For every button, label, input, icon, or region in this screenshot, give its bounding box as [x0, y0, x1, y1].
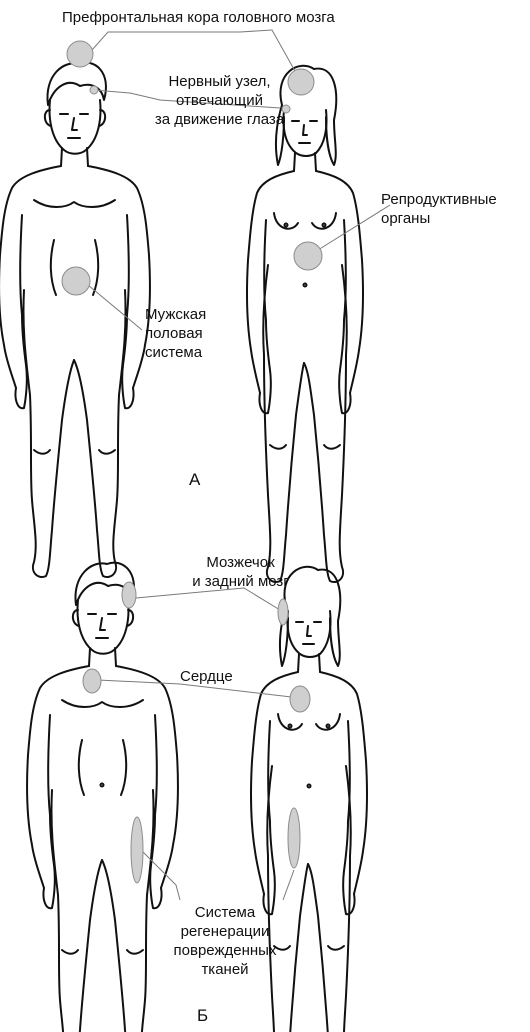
marker-regeneration-male [131, 817, 143, 883]
label-reproductive-line-1: Репродуктивные [381, 190, 497, 209]
label-cerebellum-line-1: Мозжечок [148, 553, 333, 572]
label-cerebellum: Мозжечок и задний мозг [148, 553, 333, 591]
panel-a-letter: А [189, 470, 200, 490]
label-prefrontal-cortex: Префронтальная кора головного мозга [62, 8, 335, 27]
label-prefrontal-text: Префронтальная кора головного мозга [62, 8, 335, 27]
leader-cerebellum [136, 588, 280, 610]
label-regeneration-line-3: поврежденных [160, 941, 290, 960]
male-figure-a [0, 63, 150, 577]
label-eye-ganglion: Нервный узел, отвечающий за движение гла… [127, 72, 312, 129]
male-figure-b [27, 563, 178, 1032]
leader-male-system [88, 285, 142, 330]
marker-cerebellum-male [122, 582, 136, 608]
label-male-system-line-2: половая [145, 324, 206, 343]
leader-regeneration-female [283, 870, 294, 900]
label-regeneration-line-1: Система [160, 903, 290, 922]
marker-heart-female [290, 686, 310, 712]
label-heart-text: Сердце [180, 667, 233, 686]
label-male-reproductive-system: Мужская половая система [145, 305, 206, 362]
marker-cerebellum-female [278, 599, 288, 625]
label-ganglion-line-2: отвечающий [127, 91, 312, 110]
label-male-system-line-3: система [145, 343, 206, 362]
marker-reproductive [294, 242, 322, 270]
label-ganglion-line-1: Нервный узел, [127, 72, 312, 91]
marker-ganglion-male [90, 86, 98, 94]
label-cerebellum-line-2: и задний мозг [148, 572, 333, 591]
label-regeneration-line-2: регенерации [160, 922, 290, 941]
label-male-system-line-1: Мужская [145, 305, 206, 324]
female-figure-a [247, 66, 363, 582]
marker-prefrontal-male [67, 41, 93, 67]
label-reproductive-organs: Репродуктивные органы [381, 190, 497, 228]
label-regeneration-system: Система регенерации поврежденных тканей [160, 903, 290, 979]
panel-b-letter: Б [197, 1006, 208, 1026]
label-regeneration-line-4: тканей [160, 960, 290, 979]
marker-male-system [62, 267, 90, 295]
marker-regeneration-female [288, 808, 300, 868]
label-heart: Сердце [180, 667, 233, 686]
markers-b [83, 582, 310, 883]
label-reproductive-line-2: органы [381, 209, 497, 228]
label-ganglion-line-3: за движение глаза [127, 110, 312, 129]
marker-heart-male [83, 669, 101, 693]
